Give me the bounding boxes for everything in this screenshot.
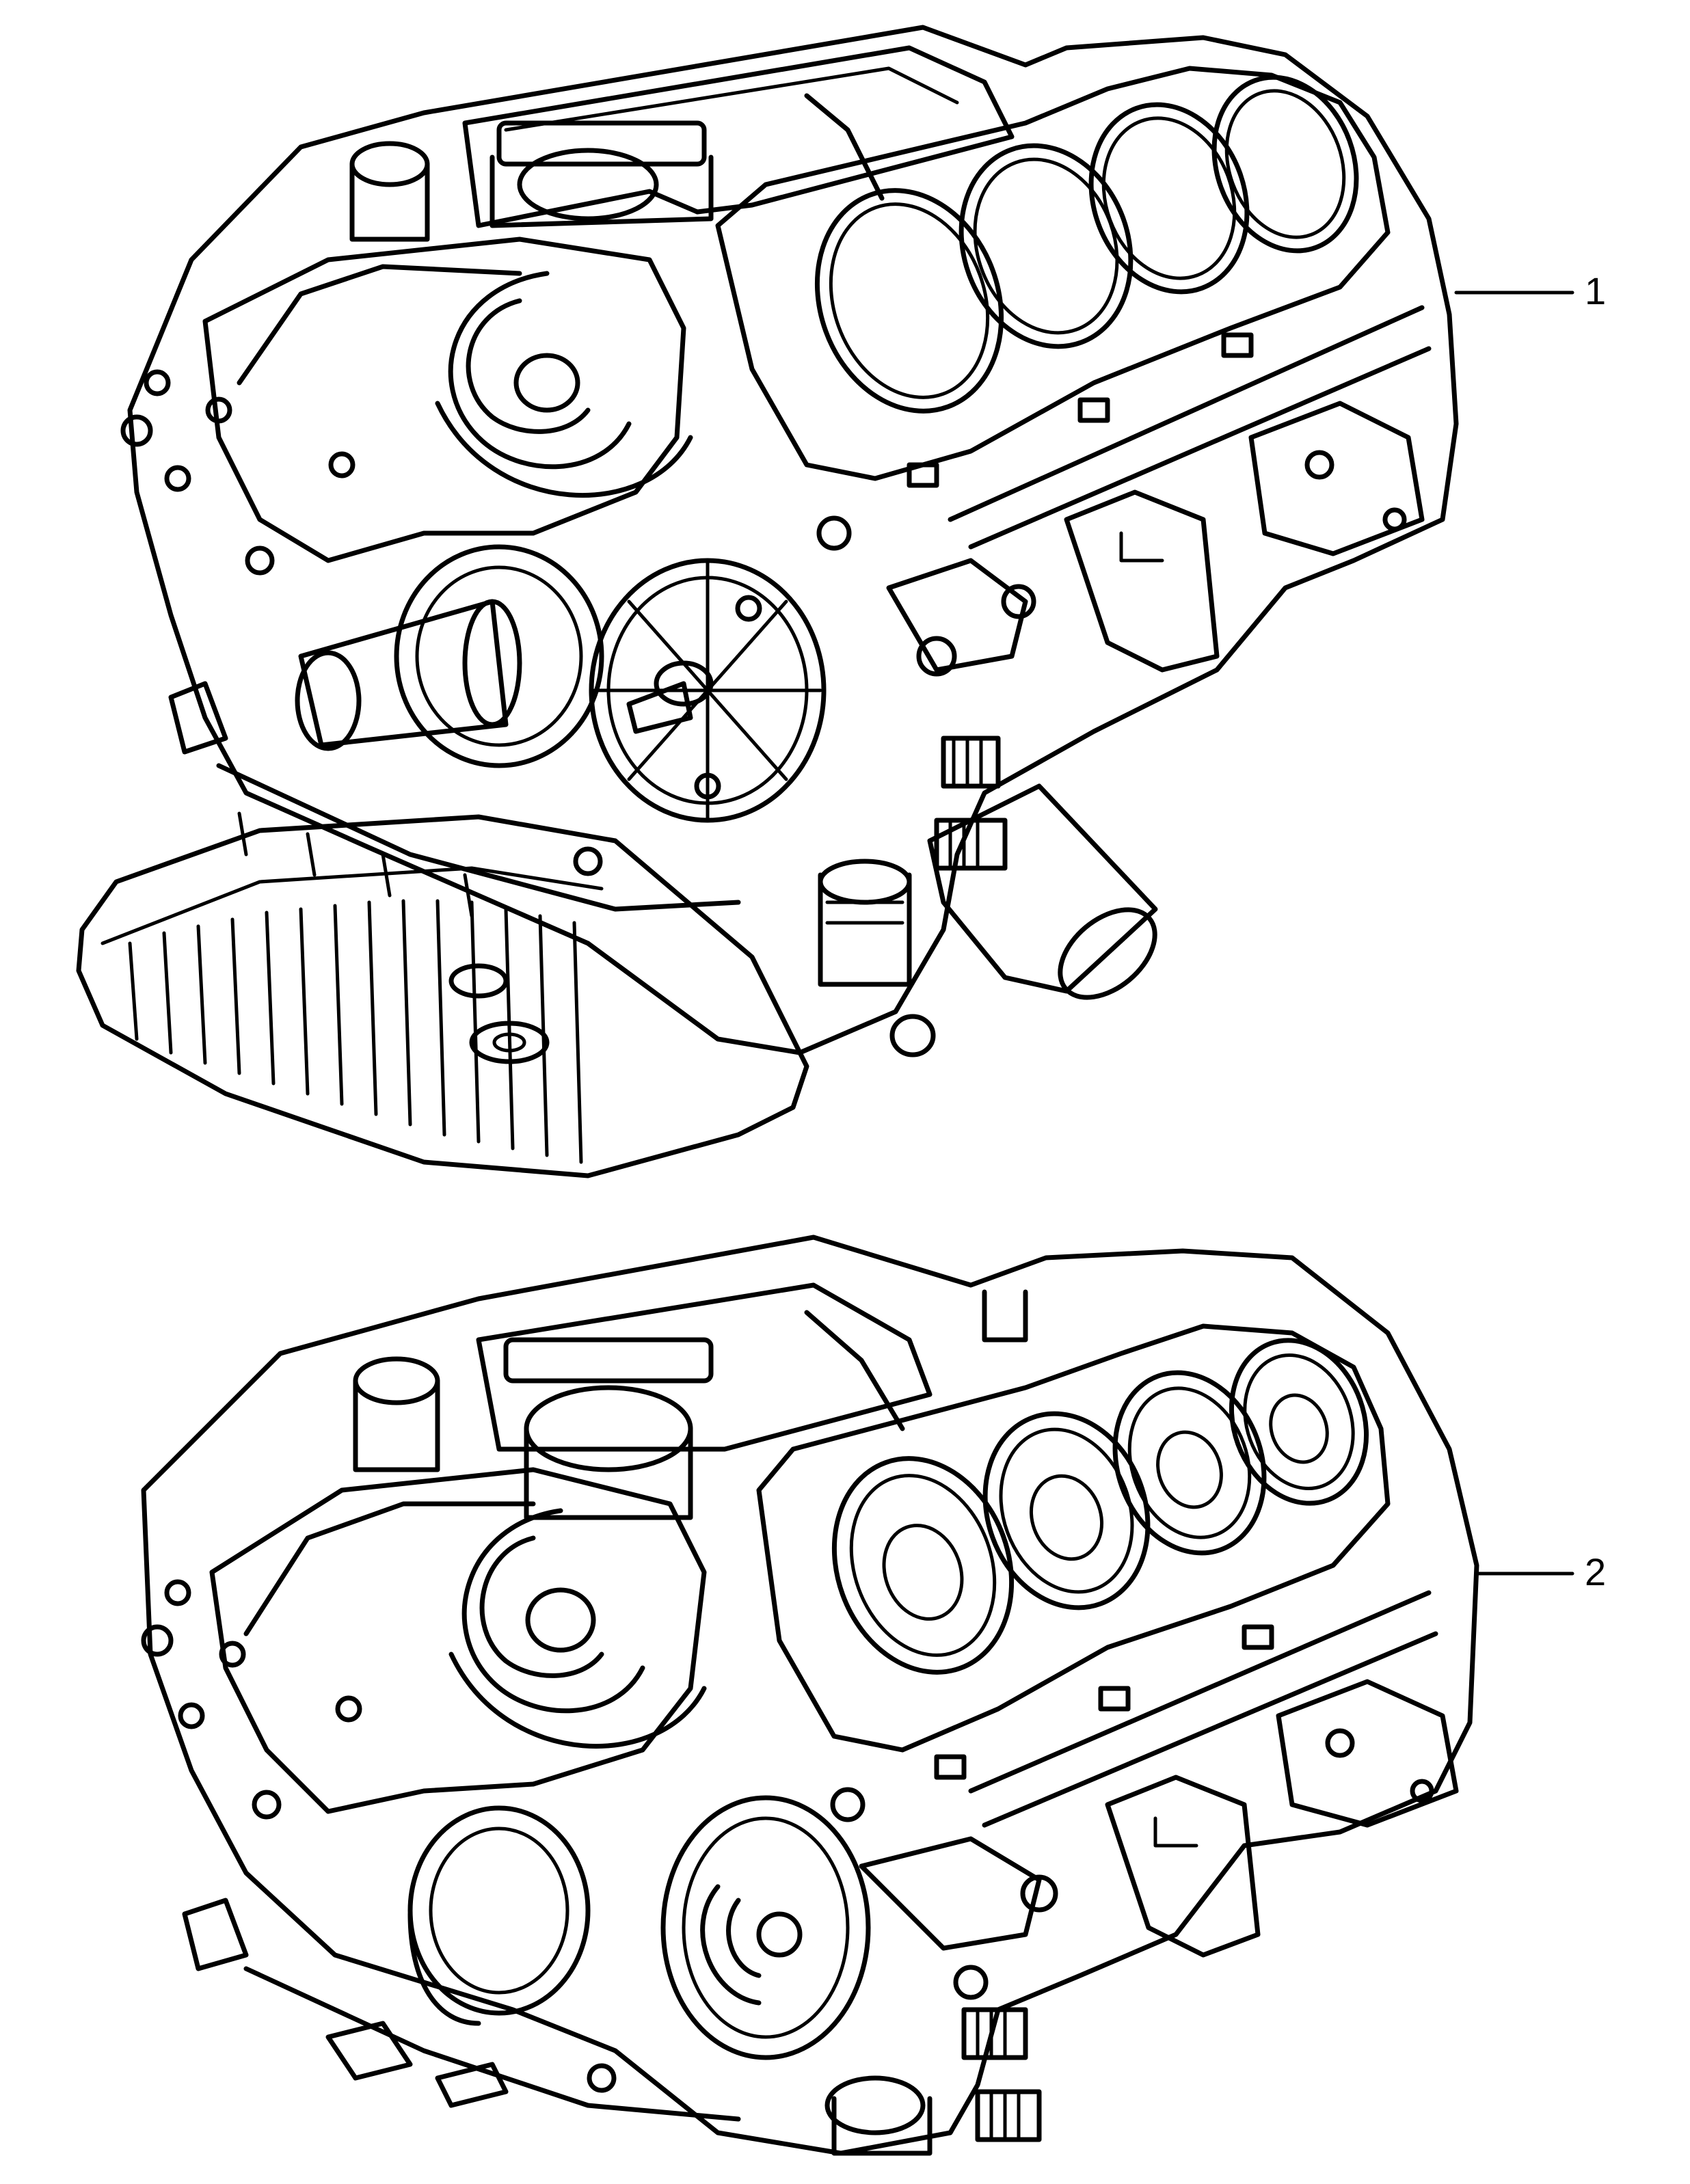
oil-fittings xyxy=(818,736,1008,1057)
engine-assembly-1 xyxy=(76,25,1574,1178)
cylinder-bore-1 xyxy=(814,188,1004,414)
oil-fittings xyxy=(824,2007,1042,2156)
front-timing-cover xyxy=(209,1467,707,1814)
oil-pan-ribs xyxy=(128,899,583,1164)
cylinder-bore-3 xyxy=(1088,102,1250,295)
block-outline xyxy=(127,25,1459,1055)
water-pump-housing xyxy=(660,1795,871,2060)
block-outline xyxy=(141,1235,1479,2156)
threaded-fitting-b xyxy=(975,2089,1042,2142)
cylinder-bore-4 xyxy=(1211,75,1359,254)
cylinder-bank-right xyxy=(756,1323,1438,1828)
block-top-deck xyxy=(353,1282,1028,1520)
engine-assembly-2 xyxy=(141,1235,1574,2156)
crank-seal xyxy=(407,1805,591,2026)
water-pump xyxy=(589,558,827,823)
cylinder-bore-3 xyxy=(1112,1370,1267,1556)
callout-label-2: 2 xyxy=(1585,1550,1607,1593)
block-top-deck xyxy=(349,45,1015,242)
callout-label-1: 1 xyxy=(1585,269,1607,312)
block-side-details xyxy=(830,1679,1459,2000)
threaded-fitting-a xyxy=(961,2007,1028,2060)
cylinder-bore-1 xyxy=(831,1456,1015,1675)
block-bolts xyxy=(120,369,741,918)
crankshaft-nose xyxy=(295,544,604,768)
cylinder-bore-2 xyxy=(982,1411,1151,1610)
block-side-details xyxy=(816,401,1425,677)
oil-pan xyxy=(76,814,809,1178)
cylinder-bank-right xyxy=(715,66,1432,550)
threaded-fitting-b xyxy=(934,818,1008,871)
block-bolts xyxy=(141,1579,741,2122)
front-timing-cover xyxy=(202,237,693,563)
oil-filter xyxy=(927,783,1158,1000)
threaded-fitting-a xyxy=(941,736,1001,789)
cylinder-bore-4 xyxy=(1229,1338,1369,1506)
